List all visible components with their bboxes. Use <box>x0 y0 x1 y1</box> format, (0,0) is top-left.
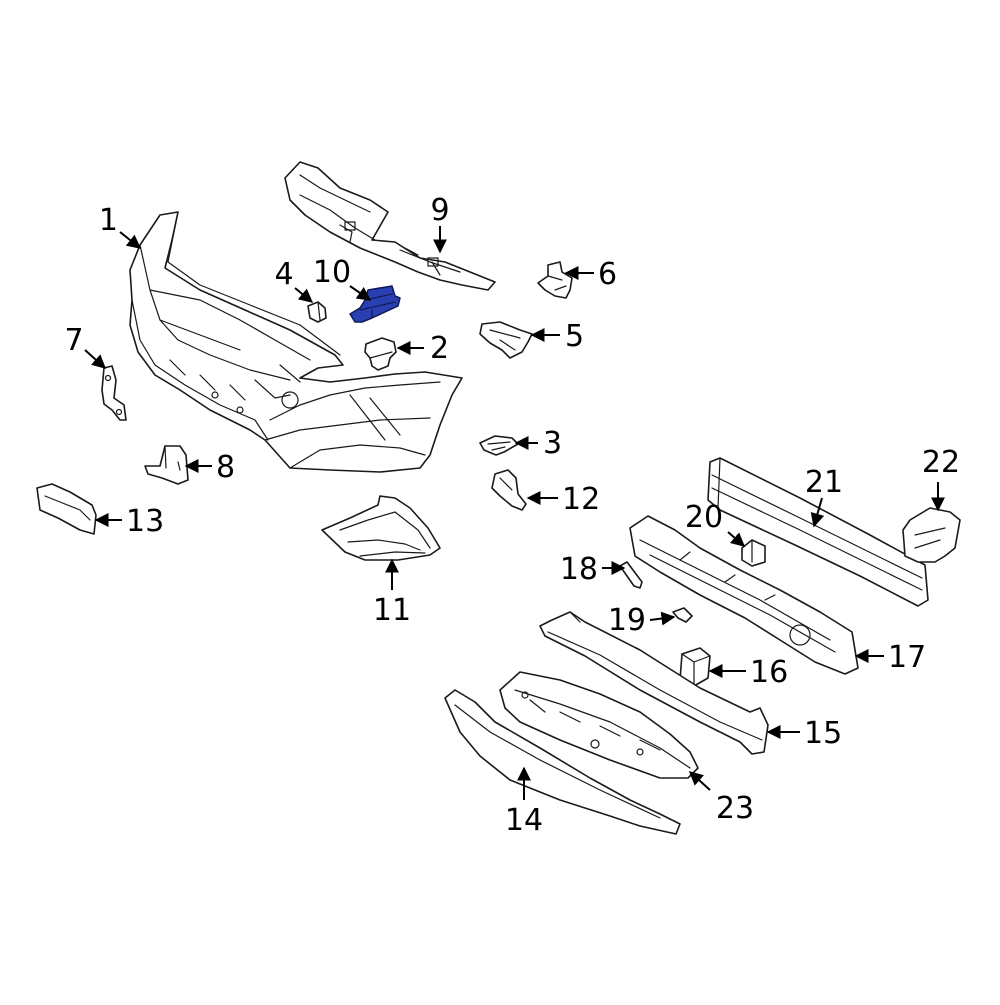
part-11-fog-lamp-bezel[interactable] <box>321 495 441 561</box>
part-21-reinforcement[interactable] <box>707 457 929 607</box>
callout-19[interactable]: 19 <box>608 603 646 638</box>
part-2-fastener[interactable] <box>364 337 397 371</box>
callout-11[interactable]: 11 <box>373 593 411 628</box>
part-12-bracket[interactable] <box>491 469 527 511</box>
leader-19 <box>649 611 676 626</box>
callout-23[interactable]: 23 <box>716 791 754 826</box>
leader-1 <box>119 231 142 249</box>
part-8-bracket[interactable] <box>144 445 189 485</box>
part-5-bracket[interactable] <box>479 321 533 359</box>
part-19-clip[interactable] <box>672 607 693 623</box>
callout-12[interactable]: 12 <box>562 482 600 517</box>
part-23-lower-cover[interactable] <box>499 671 699 779</box>
part-13-license-plate-bracket[interactable] <box>36 483 97 535</box>
part-14-lower-valance[interactable] <box>444 689 681 835</box>
part-6-bracket[interactable] <box>537 261 573 299</box>
part-4-clip[interactable] <box>307 301 327 323</box>
callout-1[interactable]: 1 <box>99 203 118 238</box>
callout-14[interactable]: 14 <box>505 803 543 838</box>
callout-20[interactable]: 20 <box>685 500 723 535</box>
callout-9[interactable]: 9 <box>430 193 449 228</box>
leader-7 <box>84 349 107 369</box>
callout-13[interactable]: 13 <box>126 504 164 539</box>
callout-7[interactable]: 7 <box>64 323 83 358</box>
part-22-bracket[interactable] <box>902 507 961 563</box>
leader-23 <box>688 771 711 791</box>
callout-17[interactable]: 17 <box>888 640 926 675</box>
callout-6[interactable]: 6 <box>598 257 617 292</box>
part-1-bumper-cover[interactable] <box>129 211 463 473</box>
part-10-bracket-highlighted[interactable] <box>349 285 401 323</box>
callout-16[interactable]: 16 <box>750 655 788 690</box>
part-7-bracket[interactable] <box>101 365 127 421</box>
callout-2[interactable]: 2 <box>430 331 449 366</box>
callout-8[interactable]: 8 <box>216 450 235 485</box>
part-18-seal[interactable] <box>619 561 643 589</box>
part-20-clip[interactable] <box>741 539 766 567</box>
callout-5[interactable]: 5 <box>565 319 584 354</box>
part-17-energy-absorber[interactable] <box>629 515 859 675</box>
leader-10 <box>349 285 372 301</box>
callout-18[interactable]: 18 <box>560 552 598 587</box>
leader-20 <box>727 531 746 547</box>
callout-22[interactable]: 22 <box>922 445 960 480</box>
part-9-upper-shield[interactable] <box>284 161 496 291</box>
callout-4[interactable]: 4 <box>274 257 293 292</box>
callout-3[interactable]: 3 <box>543 426 562 461</box>
leader-4 <box>294 287 314 303</box>
callout-leaders <box>84 226 945 800</box>
part-3-bracket[interactable] <box>479 435 519 456</box>
callout-labels: 1 2 3 4 5 6 7 8 9 10 11 12 13 14 15 16 1… <box>64 193 960 838</box>
leader-21 <box>810 497 825 528</box>
callout-21[interactable]: 21 <box>805 465 843 500</box>
callout-10[interactable]: 10 <box>313 255 351 290</box>
callout-15[interactable]: 15 <box>804 716 842 751</box>
